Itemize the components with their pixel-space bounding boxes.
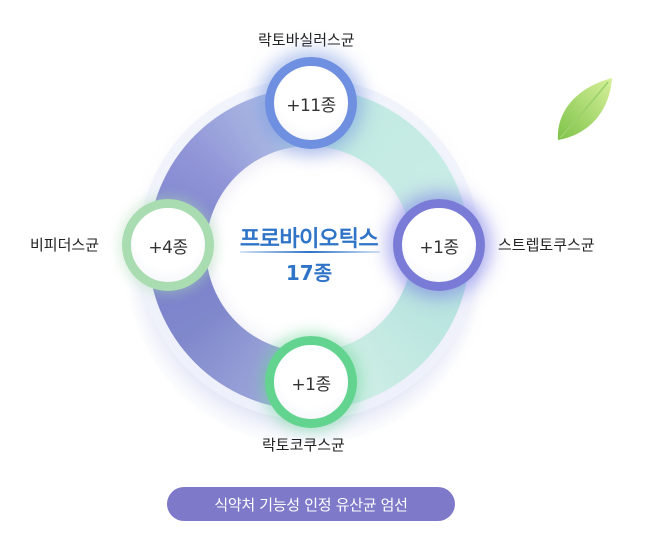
node-count: +1종: [291, 374, 331, 395]
label-streptococcus: 스트렙토쿠스균: [498, 236, 595, 254]
node-count: +4종: [148, 237, 188, 258]
center-underline: [240, 251, 380, 253]
label-lactobacillus: 락토바실러스균: [258, 31, 355, 49]
leaf-icon: [557, 78, 612, 140]
label-bifidobacterium: 비피더스균: [30, 236, 100, 254]
footer-badge: 식약처 기능성 인정 유산균 엄선: [167, 487, 455, 521]
center-count: 17종: [285, 261, 333, 285]
node-lactococcus: +1종: [265, 336, 357, 428]
node-bifidobacterium: +4종: [122, 199, 214, 291]
center-circle: [206, 146, 412, 352]
node-count: +1종: [419, 237, 459, 258]
node-streptococcus: +1종: [393, 199, 485, 291]
node-count: +11종: [286, 95, 336, 116]
center-title: 프로바이오틱스: [239, 227, 379, 252]
node-lactobacillus: +11종: [265, 57, 357, 149]
label-lactococcus: 락토코쿠스균: [262, 436, 345, 454]
